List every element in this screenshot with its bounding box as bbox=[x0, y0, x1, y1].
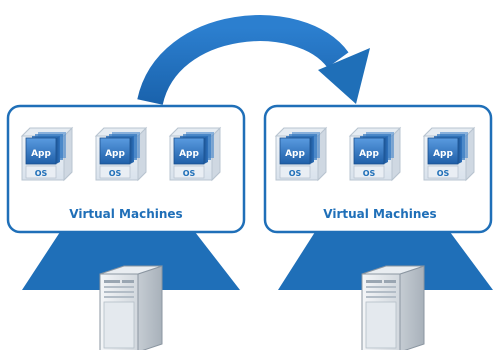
vm-app-label: App bbox=[359, 149, 379, 159]
vm-app-label: App bbox=[105, 149, 125, 159]
vm-app-label: App bbox=[285, 149, 305, 159]
vm-cube-icon: App OS bbox=[349, 127, 401, 181]
host-projection bbox=[22, 232, 240, 290]
vm-app-label: App bbox=[433, 149, 453, 159]
vm-os-label: OS bbox=[363, 169, 376, 178]
vm-app-label: App bbox=[31, 149, 51, 159]
vm-os-label: OS bbox=[109, 169, 122, 178]
server-icon bbox=[99, 265, 163, 350]
vm-cube-icon: App OS bbox=[423, 127, 475, 181]
vm-group-source: App OS App OS App OS Virtual Machines bbox=[6, 104, 246, 350]
vm-os-label: OS bbox=[289, 169, 302, 178]
server-icon bbox=[361, 265, 425, 350]
vm-os-label: OS bbox=[35, 169, 48, 178]
vm-os-label: OS bbox=[183, 169, 196, 178]
vm-cube-icon: App OS bbox=[169, 127, 221, 181]
vm-os-label: OS bbox=[437, 169, 450, 178]
vm-cube-icon: App OS bbox=[95, 127, 147, 181]
host-projection bbox=[278, 232, 493, 290]
vm-group-label: Virtual Machines bbox=[323, 207, 436, 221]
vm-app-label: App bbox=[179, 149, 199, 159]
migration-arrow-icon bbox=[137, 15, 370, 106]
vm-group-label: Virtual Machines bbox=[69, 207, 182, 221]
vm-cube-icon: App OS bbox=[275, 127, 327, 181]
vm-group-destination: App OS App OS App OS Virtual Machines bbox=[263, 104, 493, 350]
vm-cube-icon: App OS bbox=[21, 127, 73, 181]
